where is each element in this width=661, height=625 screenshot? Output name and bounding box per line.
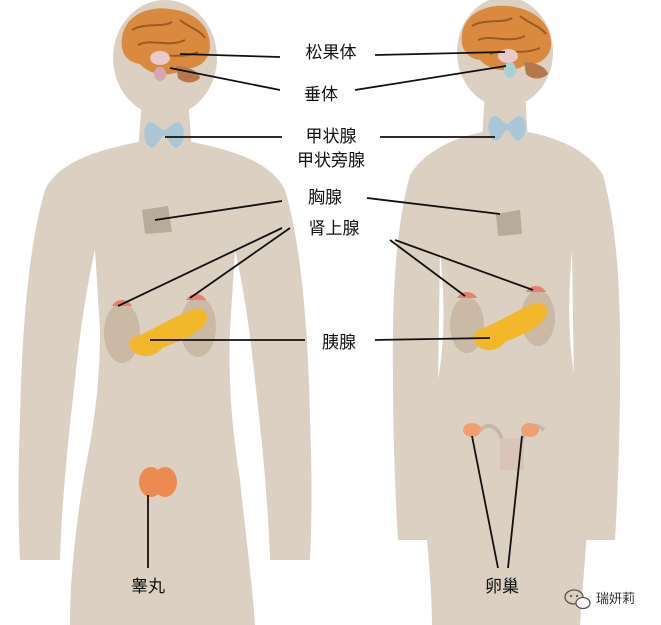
female-brain: [461, 5, 552, 79]
female-adrenal-right: [526, 286, 546, 292]
female-figure: [392, 0, 621, 625]
male-adrenal-right: [186, 294, 206, 300]
female-ovary-left: [463, 423, 481, 437]
line-pituitary-female: [354, 65, 507, 91]
line-pineal-male: [179, 53, 281, 58]
male-torso: [18, 142, 312, 625]
line-thymus-male: [154, 200, 283, 221]
female-pancreas: [473, 302, 548, 351]
label-parathyroid: 甲状旁腺: [297, 151, 365, 171]
line-adrenal-male-right: [189, 227, 291, 299]
male-organs: [104, 8, 216, 497]
male-brain: [121, 8, 210, 83]
label-pineal: 松果体: [306, 43, 357, 63]
wechat-bubble-icon: [564, 589, 591, 610]
label-pituitary: 垂体: [304, 85, 338, 105]
leader-lines: [117, 51, 534, 569]
line-thymus-female: [366, 197, 501, 215]
line-pituitary-male: [169, 67, 281, 91]
male-figure: [18, 0, 312, 625]
line-adrenal-female-left: [389, 239, 466, 297]
male-thyroid: [144, 122, 184, 148]
label-adrenal: 肾上腺: [309, 219, 360, 239]
line-ovary-right: [507, 435, 523, 569]
line-adrenal-female-right: [394, 239, 534, 291]
line-pineal-female: [374, 51, 506, 56]
label-pancreas: 胰腺: [322, 333, 356, 353]
female-torso: [392, 132, 621, 625]
female-ovary-right: [521, 423, 539, 437]
watermark-text: 瑞妍莉: [596, 592, 635, 607]
label-ovaries: 卵巢: [485, 577, 519, 597]
female-thyroid: [488, 116, 526, 141]
watermark: 瑞妍莉: [564, 589, 635, 610]
male-pancreas: [129, 308, 208, 357]
female-reproductive: [463, 423, 546, 470]
label-testes: 睾丸: [131, 577, 165, 597]
male-testis-right: [153, 467, 177, 497]
line-ovary-left: [471, 435, 499, 569]
female-thymus: [496, 210, 522, 236]
label-thyroid: 甲状腺: [306, 127, 357, 147]
female-organs: [450, 5, 555, 470]
labels: 松果体 垂体 甲状腺 甲状旁腺 胸腺 肾上腺 胰腺 睾丸 卵巢: [131, 43, 519, 597]
label-thymus: 胸腺: [308, 188, 342, 208]
male-kidney-left: [104, 303, 140, 363]
line-adrenal-male-left: [117, 227, 283, 307]
line-pancreas-female: [374, 337, 491, 341]
